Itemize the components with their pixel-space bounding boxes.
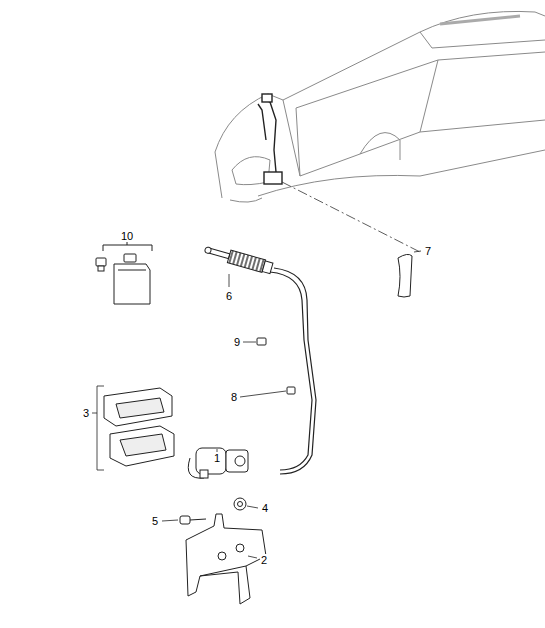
callout-number: 5	[151, 515, 159, 527]
hose-clip	[257, 338, 295, 394]
trim-piece	[398, 254, 412, 297]
callout-number: 2	[260, 554, 268, 566]
callout-number: 4	[261, 502, 269, 514]
hydraulic-pump	[188, 448, 248, 478]
foam-cover	[104, 388, 174, 466]
hydraulic-line-installed	[258, 94, 282, 184]
callout-number: 8	[230, 391, 238, 403]
callout-number: 3	[82, 407, 90, 419]
hydraulic-cylinder	[203, 243, 273, 275]
callout-number: 9	[233, 336, 241, 348]
reference-line	[282, 182, 420, 252]
callout-number: 1	[213, 452, 221, 464]
callout-number: 6	[225, 290, 233, 302]
fastener	[180, 498, 246, 524]
vehicle-outline	[215, 11, 545, 202]
mounting-bracket	[186, 514, 266, 604]
callout-number: 7	[424, 245, 432, 257]
fluid-bottle	[96, 242, 152, 304]
callout-number: 10	[120, 230, 134, 242]
hydraulic-hose	[270, 268, 316, 474]
